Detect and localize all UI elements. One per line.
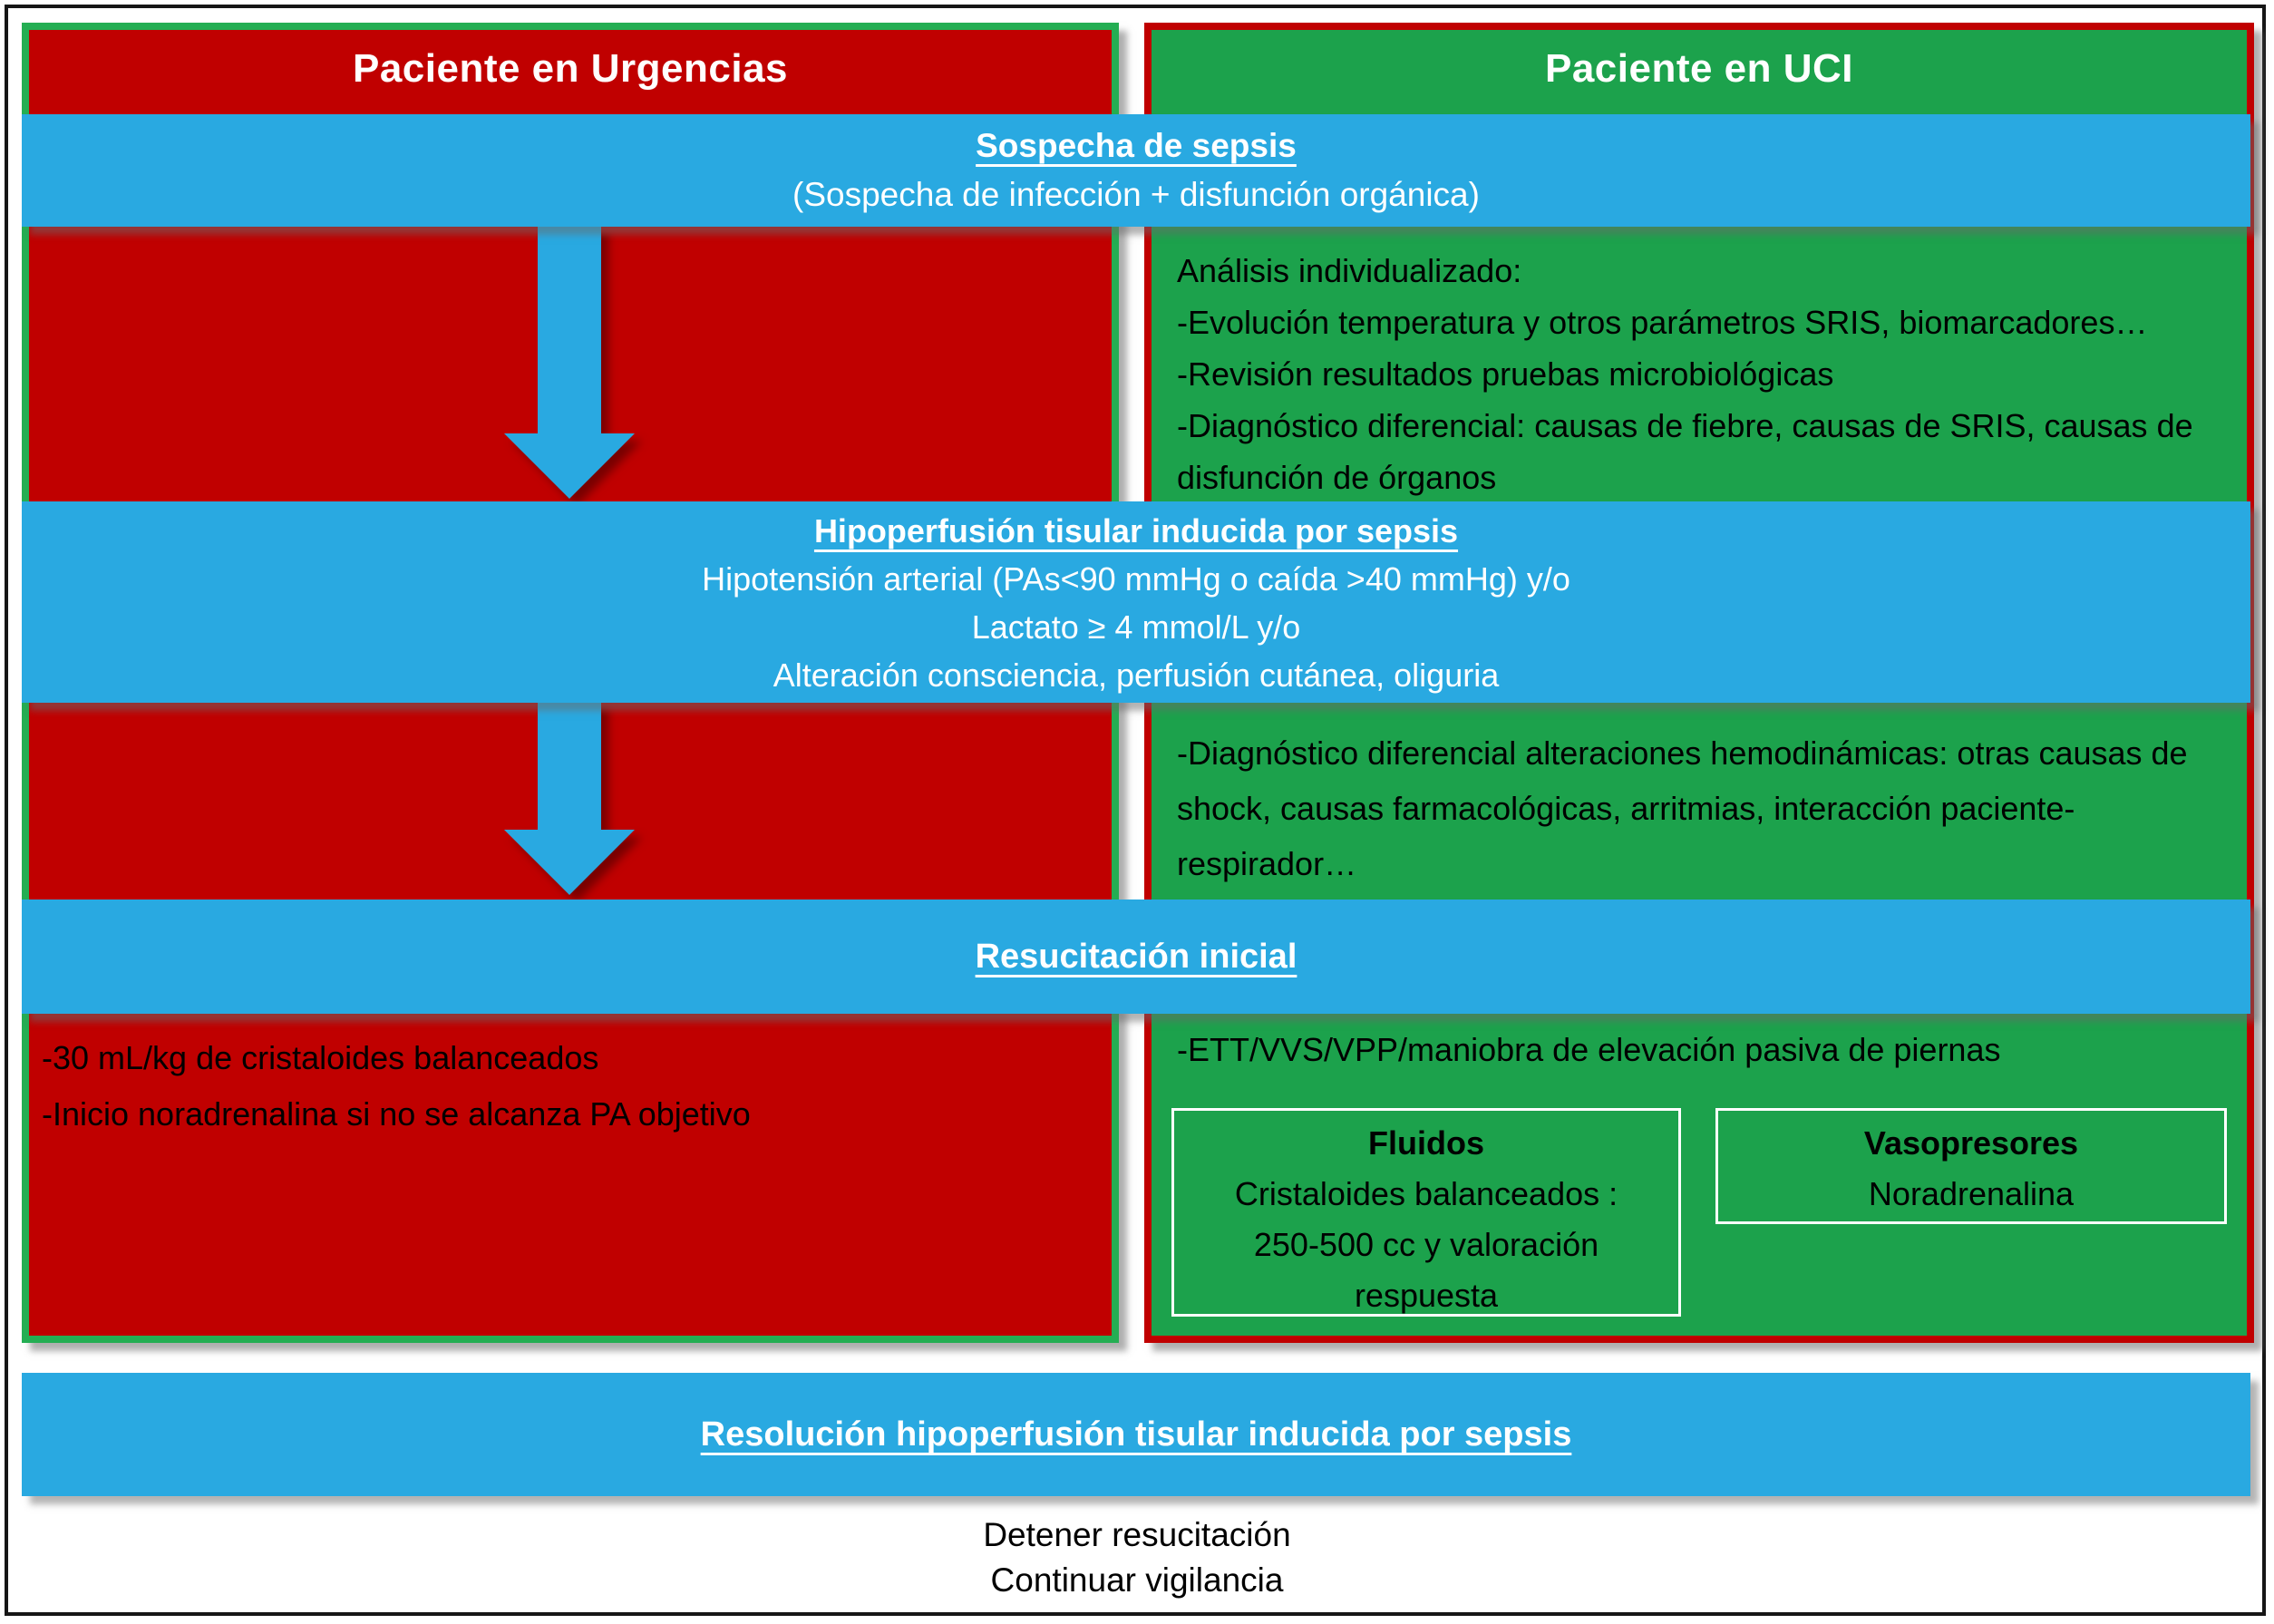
band-resucitacion-inicial: Resucitación inicial — [22, 900, 2250, 1014]
fluids-box: Fluidos Cristaloides balanceados : 250-5… — [1171, 1108, 1681, 1317]
band-sospecha-title: Sospecha de sepsis — [976, 127, 1297, 164]
band-resolucion-title: Resolución hipoperfusión tisular inducid… — [700, 1415, 1572, 1454]
uci-ett-line: -ETT/VVS/VPP/maniobra de elevación pasiv… — [1177, 1031, 2001, 1068]
panel-uci-title: Paciente en UCI — [1544, 45, 1854, 91]
footer-line-detener: Detener resucitación — [983, 1516, 1291, 1553]
band-hipoperfusion-line2: Lactato ≥ 4 mmol/L y/o — [971, 608, 1301, 646]
footer-line-continuar: Continuar vigilancia — [990, 1561, 1284, 1599]
band-sospecha-sepsis: Sospecha de sepsis (Sospecha de infecció… — [22, 114, 2250, 227]
vasopressors-box-line: Noradrenalina — [1868, 1175, 2075, 1212]
analysis-line: -Revisión resultados pruebas microbiológ… — [1177, 355, 1834, 393]
analysis-line: -Evolución temperatura y otros parámetro… — [1177, 304, 2148, 341]
vasopressors-box: Vasopresores Noradrenalina — [1715, 1108, 2227, 1224]
resuscitation-line: -30 mL/kg de cristaloides balanceados — [42, 1039, 599, 1076]
analysis-line: -Diagnóstico diferencial: causas de fieb… — [1177, 407, 2193, 496]
analysis-line: Análisis individualizado: — [1177, 252, 1522, 289]
footer-outcome: Detener resucitación Continuar vigilanci… — [0, 1512, 2274, 1603]
vasopressors-box-title: Vasopresores — [1863, 1124, 2079, 1162]
outer-border — [5, 5, 2266, 1616]
band-resucitacion-title: Resucitación inicial — [975, 937, 1297, 976]
fluids-box-line: respuesta — [1354, 1277, 1499, 1314]
band-hipoperfusion-title: Hipoperfusión tisular inducida por sepsi… — [813, 512, 1459, 549]
uci-hemodynamic-block: -Diagnóstico diferencial alteraciones he… — [1177, 734, 2188, 882]
band-resolucion: Resolución hipoperfusión tisular inducid… — [22, 1373, 2250, 1496]
band-hipoperfusion: Hipoperfusión tisular inducida por sepsi… — [22, 501, 2250, 703]
fluids-box-title: Fluidos — [1368, 1124, 1484, 1162]
band-hipoperfusion-line3: Alteración consciencia, perfusión cutáne… — [773, 656, 1500, 694]
uci-analysis-block: Análisis individualizado: -Evolución tem… — [1177, 245, 2245, 503]
panel-urgencias-title: Paciente en Urgencias — [352, 45, 789, 91]
band-sospecha-subtitle: (Sospecha de infección + disfunción orgá… — [792, 176, 1480, 213]
fluids-box-line: 250-500 cc y valoración — [1253, 1226, 1599, 1263]
resuscitation-line: -Inicio noradrenalina si no se alcanza P… — [42, 1095, 751, 1133]
fluids-box-line: Cristaloides balanceados : — [1234, 1175, 1618, 1212]
band-hipoperfusion-line1: Hipotensión arterial (PAs<90 mmHg o caíd… — [702, 560, 1570, 598]
urgencias-resuscitation-block: -30 mL/kg de cristaloides balanceados -I… — [42, 1030, 1103, 1143]
